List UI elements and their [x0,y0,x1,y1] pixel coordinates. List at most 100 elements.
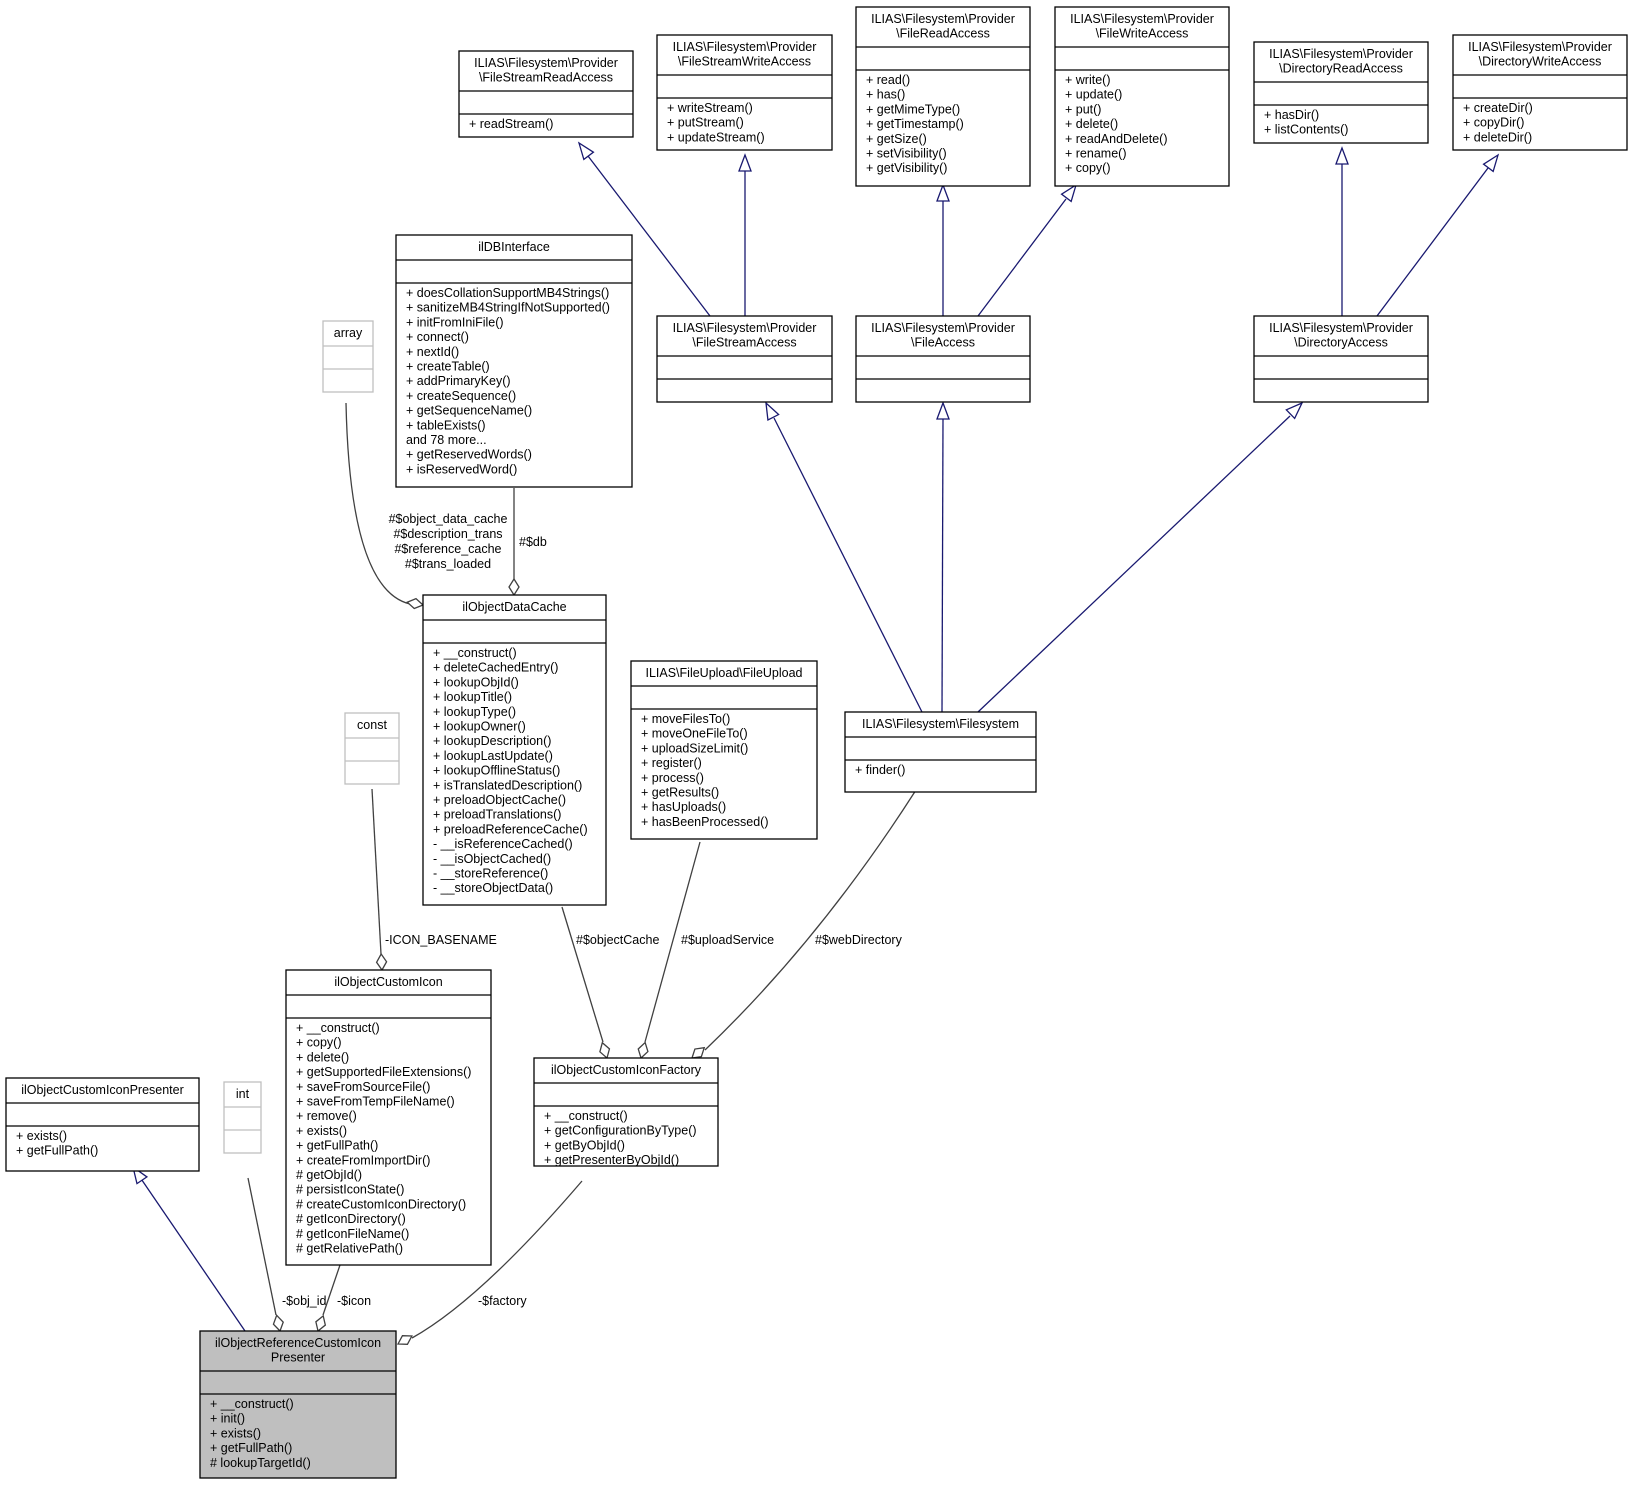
class-method: + copyDir() [1463,116,1524,130]
class-method: + exists() [16,1129,67,1143]
class-box-data-cache[interactable]: ilObjectDataCache+ __construct()+ delete… [422,594,607,906]
class-method: + process() [641,771,704,785]
inheritance-arrowhead [1482,153,1500,173]
class-method: + getFullPath() [296,1139,378,1153]
class-method: # createCustomIconDirectory() [296,1197,466,1211]
class-method: + preloadTranslations() [433,808,561,822]
class-method: + createTable() [406,360,490,374]
class-title: \FileStreamAccess [692,336,796,350]
class-box-file-stream-access[interactable]: ILIAS\Filesystem\Provider\FileStreamAcce… [656,315,833,403]
inheritance-arrowhead [1060,183,1078,203]
class-method: + preloadObjectCache() [433,793,566,807]
class-method: + update() [1065,88,1122,102]
inheritance-edge-filesystem-to-file-stream-access [765,401,923,713]
class-method: + createSequence() [406,389,516,403]
class-method: + createFromImportDir() [296,1153,430,1167]
class-method: + doesCollationSupportMB4Strings() [406,286,609,300]
inheritance-arrowhead [1335,146,1349,165]
class-box-directory-access[interactable]: ILIAS\Filesystem\Provider\DirectoryAcces… [1253,315,1429,403]
class-method: - __storeReference() [433,867,548,881]
class-title: \DirectoryAccess [1294,336,1388,350]
class-method: + __construct() [433,646,517,660]
association-edge-factory-to-data-cache [561,906,611,1060]
class-title: \FileWriteAccess [1096,27,1189,41]
class-title: ilObjectCustomIconFactory [551,1063,702,1077]
class-method: + initFromIniFile() [406,315,504,329]
class-method: + put() [1065,102,1101,116]
class-method: + createDir() [1463,101,1533,115]
class-method: # getIconDirectory() [296,1212,406,1226]
class-box-factory[interactable]: ilObjectCustomIconFactory+ __construct()… [533,1057,719,1167]
edge-label: #$reference_cache [394,542,501,556]
class-method: + putStream() [667,116,744,130]
class-box-db-iface[interactable]: ilDBInterface + doesCollationSupportMB4St… [395,234,633,488]
class-title: ILIAS\Filesystem\Provider [1269,47,1413,61]
association-edge-ref-presenter-to-custom-icon [315,1264,341,1333]
class-box-directory-write[interactable]: ILIAS\Filesystem\Provider\DirectoryWrite… [1452,34,1628,151]
inheritance-edge-file-stream-access-to-file-stream-read [577,141,711,317]
class-method: + preloadReferenceCache() [433,822,588,836]
class-method: + connect() [406,330,469,344]
class-box-file-write[interactable]: ILIAS\Filesystem\Provider\FileWriteAcces… [1054,6,1230,187]
inheritance-arrowhead [765,401,780,421]
edges-layer [131,141,1500,1345]
class-method: + lookupDescription() [433,734,551,748]
class-method: # getObjId() [296,1168,362,1182]
class-method: + delete() [296,1050,349,1064]
association-edge-factory-to-filesystem [691,789,917,1059]
association-edge-custom-icon-to-const [371,788,388,972]
class-method: - __isObjectCached() [433,852,551,866]
class-method: + finder() [855,763,905,777]
class-box-int[interactable]: int [223,1081,262,1154]
class-box-file-upload[interactable]: ILIAS\FileUpload\FileUpload+ moveFilesTo… [630,660,818,840]
inheritance-edge-filesystem-to-file-access [936,401,950,713]
class-method: + __construct() [296,1021,380,1035]
class-method: + hasUploads() [641,800,726,814]
class-title: \DirectoryWriteAccess [1479,55,1602,69]
class-box-directory-read[interactable]: ILIAS\Filesystem\Provider\DirectoryReadA… [1253,41,1429,144]
class-title: ilObjectCustomIcon [334,975,442,989]
class-box-file-read[interactable]: ILIAS\Filesystem\Provider\FileReadAccess… [855,6,1031,187]
class-method: + sanitizeMB4StringIfNotSupported() [406,301,610,315]
inheritance-arrowhead [936,183,950,202]
class-method: + setVisibility() [866,147,947,161]
class-box-custom-icon[interactable]: ilObjectCustomIcon+ __construct()+ copy(… [285,969,492,1266]
class-title: ILIAS\Filesystem\Provider [1269,321,1413,335]
class-method: + writeStream() [667,101,753,115]
edge-label: -$icon [337,1294,371,1308]
class-title: array [334,326,363,340]
class-method: # lookupTargetId() [210,1456,311,1470]
inheritance-edge-file-access-to-file-read [936,183,950,316]
aggregation-diamond [375,952,388,972]
class-method: + lookupOwner() [433,720,526,734]
class-box-file-stream-write[interactable]: ILIAS\Filesystem\Provider\FileStreamWrit… [656,34,833,151]
class-method: + lookupTitle() [433,690,512,704]
class-title: ILIAS\Filesystem\Filesystem [862,717,1019,731]
class-box-file-access[interactable]: ILIAS\Filesystem\Provider\FileAccess [855,315,1031,403]
class-box-presenter-iface[interactable]: ilObjectCustomIconPresenter+ exists()+ g… [5,1077,200,1172]
class-method: + init() [210,1412,245,1426]
class-title: \DirectoryReadAccess [1279,62,1403,76]
edge-label: #$db [519,535,547,549]
nodes-layer: ilObjectCustomIconPresenter + exists() + g… [5,6,1628,1479]
class-method: + getByObjId() [544,1138,625,1152]
class-method: + getMimeType() [866,102,960,116]
class-title: ILIAS\Filesystem\Provider [871,321,1015,335]
class-box-file-stream-read[interactable]: ILIAS\Filesystem\Provider\FileStreamRead… [458,50,634,138]
class-title: int [236,1087,250,1101]
inheritance-edge-ref-presenter-to-presenter-iface [131,1165,246,1332]
aggregation-diamond [637,1041,649,1060]
edge-label: #$uploadService [681,933,774,947]
association-edge-factory-to-file-upload [637,841,701,1060]
association-edge-ref-presenter-to-int [247,1177,284,1333]
edge-label: -$factory [478,1294,527,1308]
class-box-filesystem[interactable]: ILIAS\Filesystem\Filesystem + finder() [844,711,1037,793]
class-title: ilObjectCustomIconPresenter [21,1083,184,1097]
class-box-const[interactable]: const [344,712,400,785]
class-method: and 78 more... [406,433,487,447]
class-title: ilDBInterface [478,240,550,254]
class-box-array[interactable]: array [322,320,374,393]
class-method: + moveFilesTo() [641,712,730,726]
